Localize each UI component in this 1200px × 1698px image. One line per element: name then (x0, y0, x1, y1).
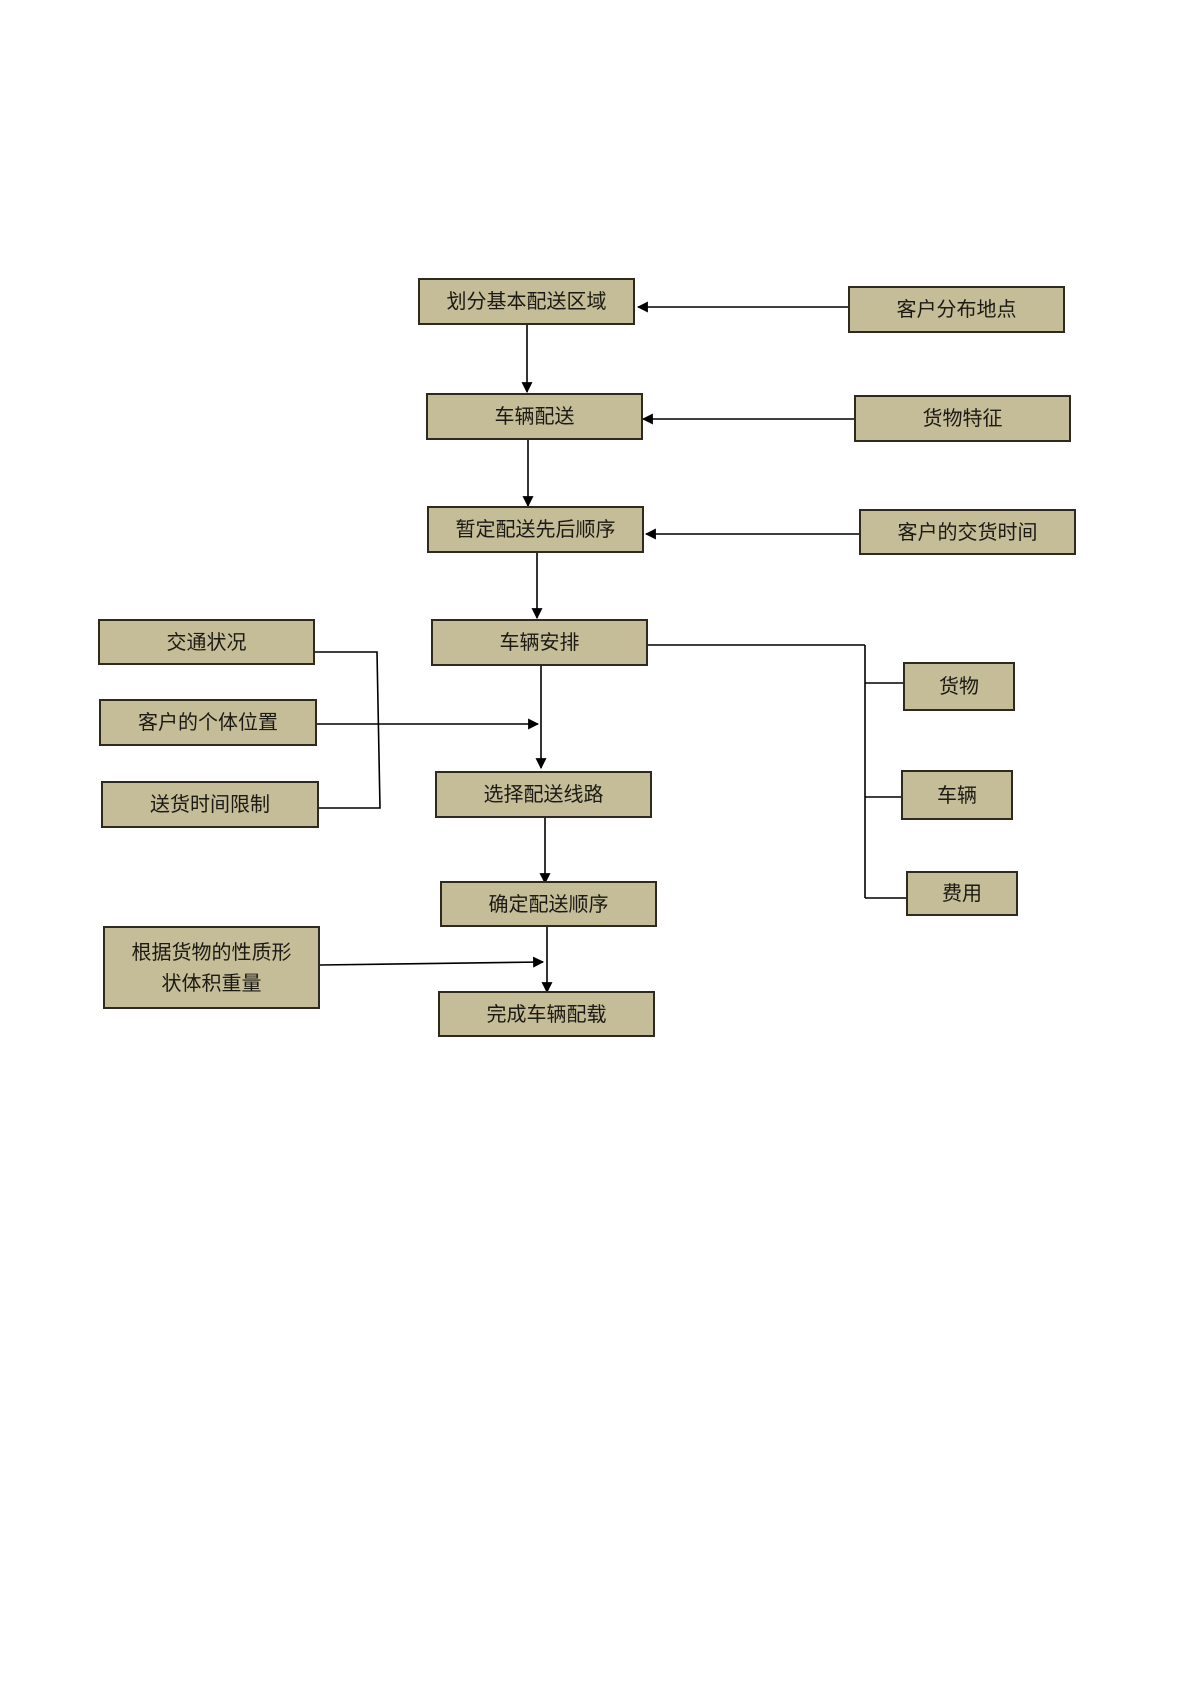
connector-traffic (315, 651, 381, 809)
resource-cargo: 货物 (903, 662, 1015, 711)
input-cargo-properties: 根据货物的性质形状体积重量 (103, 926, 320, 1009)
input-cargo-features: 货物特征 (854, 395, 1071, 442)
step-tentative-delivery-order: 暂定配送先后顺序 (427, 506, 644, 553)
resource-cost: 费用 (906, 871, 1018, 916)
input-customer-locations: 客户分布地点 (848, 286, 1065, 333)
input-customer-position: 客户的个体位置 (99, 699, 317, 746)
step-select-route: 选择配送线路 (435, 771, 652, 818)
step-divide-delivery-area: 划分基本配送区域 (418, 278, 635, 325)
resource-vehicle: 车辆 (901, 770, 1013, 820)
input-delivery-time-limit: 送货时间限制 (101, 781, 319, 828)
input-traffic-conditions: 交通状况 (98, 619, 315, 665)
arrow-cargo-properties-to-main (319, 956, 545, 968)
step-vehicle-arrangement: 车辆安排 (431, 619, 648, 666)
step-vehicle-delivery: 车辆配送 (426, 393, 643, 440)
step-complete-vehicle-loading: 完成车辆配载 (438, 991, 655, 1037)
input-customer-delivery-time: 客户的交货时间 (859, 509, 1076, 555)
step-confirm-delivery-order: 确定配送顺序 (440, 881, 657, 927)
